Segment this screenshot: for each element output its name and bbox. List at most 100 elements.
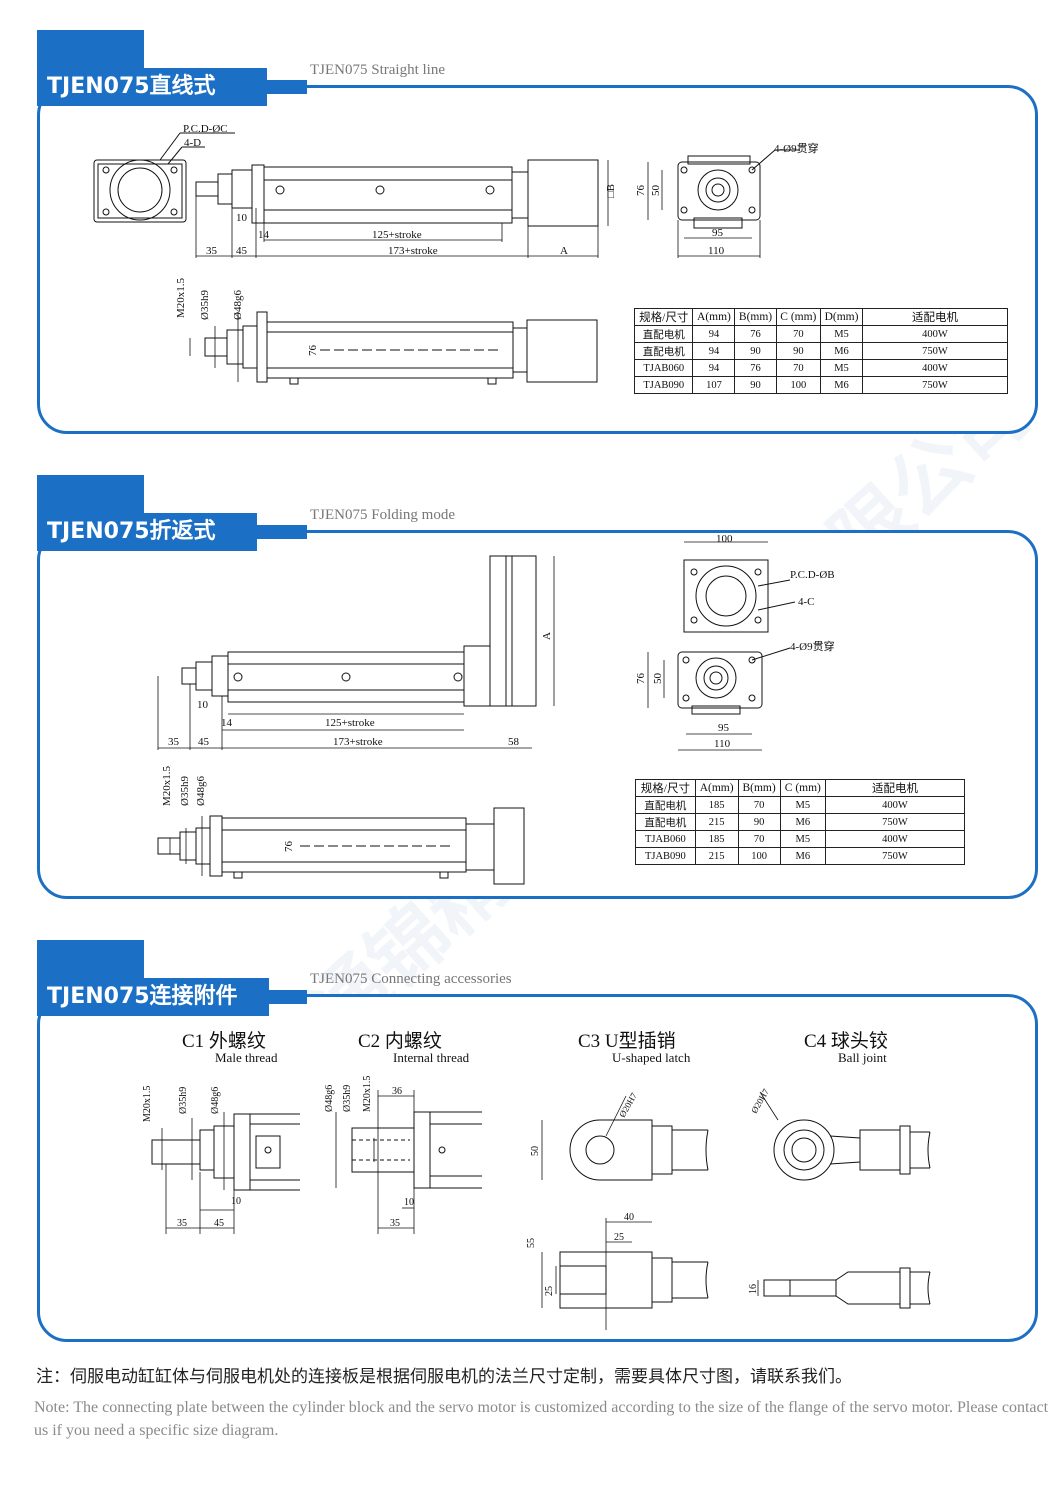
folding-front-dims	[169, 816, 203, 876]
dim-m20: M20x1.5	[175, 277, 187, 318]
c2-10: 10	[404, 1197, 414, 1208]
c3-55: 55	[526, 1238, 537, 1248]
dim-35-fold: 35	[168, 736, 180, 748]
dim-10-fold: 10	[197, 699, 209, 711]
cell: M5	[779, 796, 827, 814]
section-subtitle-folding: TJEN075 Folding mode	[310, 507, 455, 523]
dim-35h9: Ø35h9	[199, 290, 211, 320]
dim-45-fold: 45	[198, 736, 210, 748]
straight-drawing: P.C.D-ØC 4-D 10 14 125+stroke 35 45 173+…	[93, 123, 819, 385]
dim-10: 10	[236, 212, 248, 224]
label-4-9: 4-Ø9贯穿	[774, 141, 819, 155]
th: 规格/尺寸	[635, 779, 696, 797]
rear-end-view	[677, 149, 800, 229]
header-rule	[307, 85, 997, 86]
c2-35: 35	[390, 1218, 400, 1229]
c2-internal-thread	[351, 1111, 482, 1189]
cell: 750W	[862, 376, 1008, 394]
dim-14: 14	[258, 229, 270, 241]
c3-50: 50	[530, 1146, 541, 1156]
dim-48g6: Ø48g6	[232, 290, 244, 320]
cell: 76	[734, 359, 777, 377]
cell: TJAB060	[635, 830, 696, 848]
cell: 94	[692, 359, 736, 377]
accessories-drawing: M20x1.5 Ø35h9 Ø48g6 10 35 45 Ø48g6 Ø35h9…	[142, 1076, 931, 1330]
cell: 400W	[825, 830, 965, 848]
front-dims	[189, 312, 239, 382]
dim-76: 76	[635, 185, 647, 197]
label-4c: 4-C	[798, 596, 815, 608]
dim-45: 45	[236, 245, 248, 257]
rear-dims	[647, 162, 761, 258]
cell: 215	[694, 847, 739, 865]
c2-36: 36	[392, 1086, 402, 1097]
c1-dims	[161, 1112, 235, 1234]
cell: 70	[737, 830, 781, 848]
dim-m20-fold: M20x1.5	[161, 765, 173, 806]
dim-50: 50	[650, 185, 662, 197]
cell: 70	[775, 359, 822, 377]
cell: 750W	[862, 342, 1008, 360]
label-4d: 4-D	[184, 137, 201, 149]
c1-title: C1 外螺纹	[182, 1031, 266, 1052]
th: 适配电机	[862, 308, 1008, 326]
cell: 直配电机	[633, 342, 694, 360]
c3-40: 40	[624, 1212, 634, 1223]
cell: M6	[779, 847, 827, 865]
c4-hole: Ø20H7	[749, 1087, 771, 1115]
dim-35h9-fold: Ø35h9	[179, 776, 191, 806]
c3-u-latch-side	[559, 1251, 709, 1309]
accessories-panel	[37, 994, 1038, 1342]
dim-76-front: 76	[283, 841, 295, 853]
cell: 直配电机	[635, 813, 696, 831]
c1-35: 35	[177, 1218, 187, 1229]
dim-76-fold: 76	[635, 673, 647, 685]
cell: M6	[779, 813, 827, 831]
cell: 400W	[862, 325, 1008, 343]
folding-side-view	[181, 555, 537, 707]
c2-title: C2 内螺纹	[358, 1031, 442, 1052]
c4-16: 16	[748, 1284, 759, 1294]
c3-u-latch-top	[569, 1119, 709, 1181]
cell: 76	[734, 325, 777, 343]
cell: 400W	[825, 796, 965, 814]
rear-plate-view	[677, 647, 791, 715]
cell: 750W	[825, 847, 965, 865]
c2-thread: M20x1.5	[362, 1076, 373, 1112]
c1-48g6: Ø48g6	[210, 1087, 221, 1114]
header-tab	[247, 525, 307, 539]
folding-drawing: A 10 14 125+stroke 35 45 173+stroke 58 1…	[157, 533, 835, 885]
header-accent	[37, 940, 144, 978]
cell: 70	[775, 325, 822, 343]
note-chinese: 注：伺服电动缸缸体与伺服电机处的连接板是根据伺服电机的法兰尺寸定制，需要具体尺寸…	[36, 1367, 852, 1387]
c1-35h9: Ø35h9	[178, 1087, 189, 1114]
c3-25b: 25	[544, 1286, 555, 1296]
dim-48g6-fold: Ø48g6	[195, 776, 207, 806]
cell: 400W	[862, 359, 1008, 377]
th: B(mm)	[737, 779, 781, 797]
section-title-accessories: TJEN075连接附件	[37, 978, 269, 1016]
dim-76-side: 76	[307, 345, 319, 357]
cell: 185	[694, 796, 739, 814]
th: D(mm)	[820, 308, 863, 326]
cell: 94	[692, 325, 736, 343]
dim-50-fold: 50	[652, 673, 664, 685]
c4-ball-joint-side	[757, 1267, 931, 1309]
cell: M5	[820, 359, 863, 377]
cell: 215	[694, 813, 739, 831]
cell: 94	[692, 342, 736, 360]
c3-side-dims	[541, 1218, 652, 1330]
cell: 185	[694, 830, 739, 848]
c1-male-thread	[151, 1113, 300, 1191]
c1-thread: M20x1.5	[142, 1086, 153, 1122]
label-thru-fold: 4-Ø9贯穿	[790, 639, 835, 653]
note-english: Note: The connecting plate between the c…	[34, 1399, 1049, 1439]
c4-ball-joint-top	[759, 1091, 931, 1181]
cell: 107	[692, 376, 736, 394]
